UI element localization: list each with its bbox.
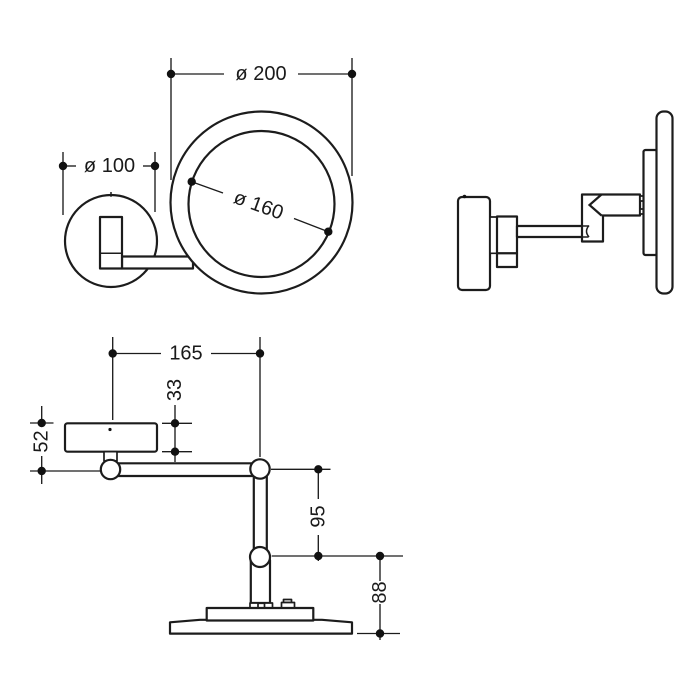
ball-joint-upper <box>249 458 271 480</box>
wall-to-arm-label: 52 <box>31 430 53 452</box>
mirror-face-circle <box>187 129 336 279</box>
base-disc <box>168 618 354 635</box>
side-view <box>456 110 674 295</box>
dim-plate-diameter: ø 100 <box>58 152 160 215</box>
mirror-housing-side <box>642 148 659 257</box>
dimension-dot <box>375 629 385 638</box>
dimension-dot <box>150 161 160 171</box>
plate-screw-dot <box>108 427 112 432</box>
plan-view: 165 33 52 <box>30 337 403 640</box>
joint-to-joint-label: 95 <box>307 505 329 527</box>
mirror-side <box>655 110 674 295</box>
dimension-line <box>293 217 329 233</box>
front-view: ø 200 ø 100 ø 160 <box>58 58 357 295</box>
upper-arm-side <box>601 193 642 217</box>
ball-joint-lower <box>248 545 272 569</box>
dimension-dot <box>58 161 68 171</box>
plate-diameter-label: ø 100 <box>84 155 135 177</box>
lower-arm-side <box>515 224 585 239</box>
chevron-joint-mark <box>587 193 603 217</box>
dim-arm-reach: 165 <box>108 337 265 457</box>
vertical-arm <box>252 468 268 559</box>
dimension-dot <box>324 227 333 236</box>
dimension-dot <box>347 69 357 79</box>
mount-block-lower <box>495 252 519 269</box>
dim-wall-to-arm: 52 <box>30 406 101 484</box>
mount-block-front <box>98 215 124 270</box>
swivel-arm-front <box>120 255 195 270</box>
dimension-dot <box>255 349 265 358</box>
mount-block-side <box>495 215 519 255</box>
dimension-dot <box>314 465 323 474</box>
dim-plate-depth: 33 <box>162 379 192 462</box>
arm-reach-label: 165 <box>169 343 202 365</box>
dimension-line <box>191 181 224 194</box>
dimension-dot <box>187 177 196 186</box>
dim-outer-diameter: ø 200 <box>166 58 357 180</box>
dimension-dot <box>375 551 385 561</box>
dimension-dot <box>314 551 323 561</box>
wall-plate-side <box>456 195 492 292</box>
base-upper-tier <box>205 606 315 622</box>
dimension-dot <box>170 419 180 428</box>
ball-joint-left <box>99 458 122 481</box>
wall-plate-plan <box>63 422 159 453</box>
joint-to-base-label: 88 <box>369 581 391 603</box>
arm-cap-arc <box>585 225 590 238</box>
dimension-dot <box>108 349 117 358</box>
dimension-dot <box>37 466 46 476</box>
horizontal-arm <box>112 462 260 478</box>
dimension-dot <box>170 447 180 456</box>
dim-joint-to-joint: 95 <box>271 465 403 561</box>
outer-diameter-label: ø 200 <box>235 63 286 85</box>
dimension-dot <box>37 418 46 428</box>
dimension-dot <box>166 69 176 79</box>
plate-screw-tick <box>462 194 467 199</box>
dim-joint-to-base: 88 <box>357 551 400 640</box>
plate-depth-label: 33 <box>164 379 186 401</box>
